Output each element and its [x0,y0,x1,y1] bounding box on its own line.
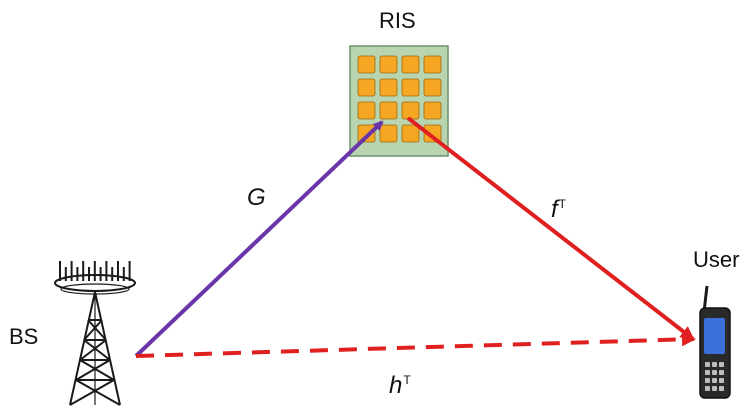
link-bs-user [135,332,696,358]
link-bs-ris-label: G [247,184,266,212]
phone-key [712,386,717,391]
phone-key [712,362,717,367]
ris-element [423,78,442,97]
ris-element [357,55,376,74]
phone-key [719,378,724,383]
user-label: User [693,247,740,272]
ris-element [423,55,442,74]
link-ris-user-superscript: T [558,197,567,211]
bs-tower-icon [54,261,136,406]
link-ris-user-symbol: f [551,196,558,223]
link-bs-user-label: hT [389,372,411,400]
ris-element [379,55,398,74]
ris-element [423,101,442,120]
phone-key [719,386,724,391]
link-bs-ris-symbol: G [247,184,266,211]
link-bs-ris [134,120,384,358]
phone-key [705,362,710,367]
phone-key [705,378,710,383]
phone-key [705,370,710,375]
ris-element [401,55,420,74]
ris-panel [349,45,449,157]
phone-key [712,370,717,375]
phone-key [719,362,724,367]
link-ris-user [406,116,695,341]
link-bs-user-superscript: T [403,373,411,387]
ris-label: RIS [379,8,416,33]
phone-key [712,378,717,383]
ris-element [401,78,420,97]
ris-element [379,78,398,97]
ris-element [423,124,442,143]
link-ris-user-label: fT [551,196,566,224]
ris-element [401,124,420,143]
ris-element [379,124,398,143]
ris-element [401,101,420,120]
user-phone-icon [699,285,731,399]
phone-key [719,370,724,375]
ris-element [357,78,376,97]
ris-element [357,101,376,120]
phone-key [705,386,710,391]
ris-element [357,124,376,143]
link-bs-user-symbol: h [389,372,403,399]
bs-label: BS [9,324,39,349]
ris-element [379,101,398,120]
ris-element-grid [357,55,442,143]
